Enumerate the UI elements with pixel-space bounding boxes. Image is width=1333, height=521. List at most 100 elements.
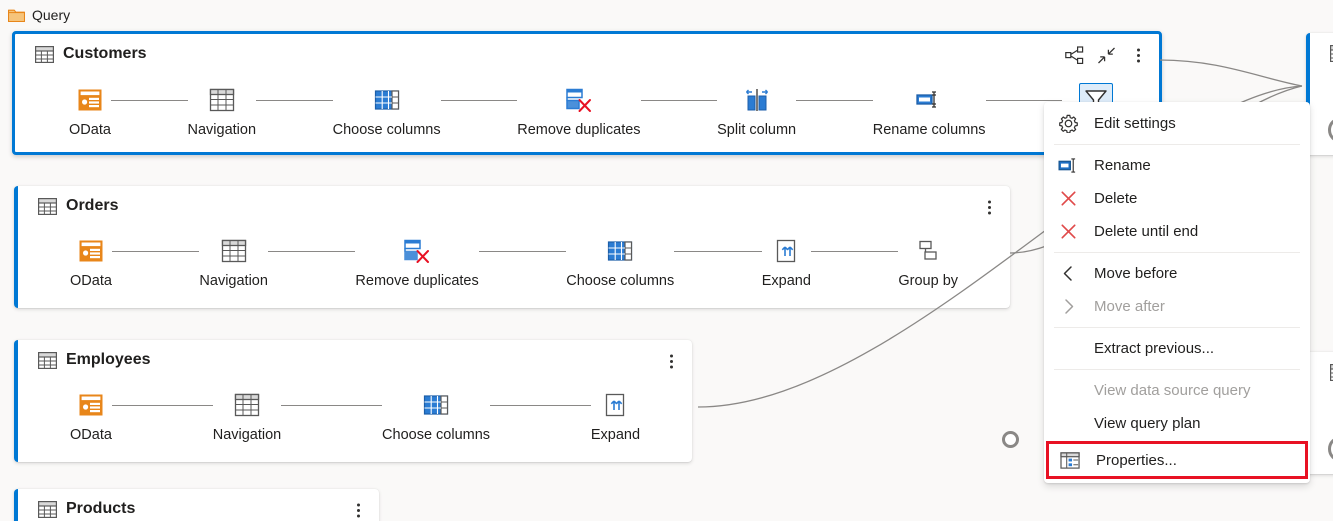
step-remove-duplicates[interactable]: Remove duplicates: [517, 83, 641, 139]
step-navigation[interactable]: Navigation: [199, 234, 268, 290]
step-label: Rename columns: [872, 122, 986, 138]
no-icon: [1057, 339, 1079, 359]
remove-duplicates-icon: [400, 234, 434, 268]
card-partial-right-top[interactable]: [1306, 33, 1333, 155]
step-label: Remove duplicates: [517, 122, 641, 138]
no-icon: [1057, 414, 1079, 434]
menu-item-edit-settings[interactable]: Edit settings: [1044, 107, 1310, 140]
steps-row-orders: OData Navigation: [14, 234, 1010, 290]
step-navigation[interactable]: Navigation: [213, 388, 281, 444]
step-expand[interactable]: Expand: [591, 388, 640, 444]
navigation-table-icon: [205, 83, 239, 117]
step-remove-duplicates[interactable]: Remove duplicates: [355, 234, 479, 290]
card-actions-products: [343, 495, 373, 521]
breadcrumb[interactable]: Query: [8, 7, 70, 23]
menu-item-label: View data source query: [1094, 382, 1251, 399]
step-connector: [796, 100, 873, 101]
step-choose-columns[interactable]: Choose columns: [333, 83, 441, 139]
steps-row-customers: OData Navigation: [15, 83, 1159, 139]
menu-item-label: Edit settings: [1094, 115, 1176, 132]
query-card-products[interactable]: Products: [14, 489, 379, 521]
table-icon: [1330, 363, 1333, 381]
menu-item-label: Rename: [1094, 157, 1151, 174]
menu-item-label: Delete: [1094, 190, 1138, 207]
menu-separator: [1054, 144, 1300, 145]
menu-item-properties[interactable]: Properties...: [1046, 441, 1308, 479]
menu-item-label: Move before: [1094, 265, 1178, 282]
menu-item-rename[interactable]: Rename: [1044, 149, 1310, 182]
menu-item-delete-until-end[interactable]: Delete until end: [1044, 215, 1310, 248]
card-title: Orders: [66, 197, 119, 214]
step-connector: [490, 405, 591, 406]
menu-item-view-query-plan[interactable]: View query plan: [1044, 407, 1310, 440]
more-options-icon[interactable]: [656, 346, 686, 376]
step-icon-partial: [1328, 117, 1333, 143]
odata-icon: [74, 388, 108, 422]
step-connector: [110, 100, 188, 101]
step-connector: [640, 100, 718, 101]
step-label: Choose columns: [382, 427, 491, 443]
card-accent-bar: [14, 489, 18, 521]
group-by-icon: [911, 234, 945, 268]
step-label: Navigation: [199, 273, 268, 289]
card-actions-customers: [1059, 40, 1153, 70]
more-options-icon[interactable]: [1123, 40, 1153, 70]
expand-icon: [769, 234, 803, 268]
output-port-orders[interactable]: [1002, 431, 1019, 448]
step-label: Navigation: [187, 122, 257, 138]
step-odata[interactable]: OData: [69, 83, 111, 139]
step-choose-columns[interactable]: Choose columns: [382, 388, 490, 444]
step-choose-columns[interactable]: Choose columns: [566, 234, 674, 290]
more-options-icon[interactable]: [343, 495, 373, 521]
card-accent-bar: [14, 186, 18, 308]
step-navigation[interactable]: Navigation: [187, 83, 257, 139]
menu-item-move-before[interactable]: Move before: [1044, 257, 1310, 290]
menu-item-delete[interactable]: Delete: [1044, 182, 1310, 215]
step-icon-partial: [1328, 436, 1333, 462]
menu-item-view-data-source-query: View data source query: [1044, 374, 1310, 407]
gear-icon: [1057, 114, 1079, 134]
expand-icon: [598, 388, 632, 422]
query-card-employees[interactable]: Employees: [14, 340, 692, 462]
step-rename-columns[interactable]: Rename columns: [873, 83, 986, 139]
table-icon: [1330, 44, 1333, 62]
remove-duplicates-icon: [562, 83, 596, 117]
step-label: Expand: [761, 273, 811, 289]
step-label: OData: [70, 273, 112, 289]
menu-item-extract-previous[interactable]: Extract previous...: [1044, 332, 1310, 365]
delete-x-icon: [1057, 222, 1079, 242]
step-expand[interactable]: Expand: [762, 234, 811, 290]
card-header: [1306, 33, 1333, 73]
step-context-menu[interactable]: Edit settings Rename Delete: [1044, 102, 1310, 483]
chevron-right-icon: [1057, 297, 1079, 317]
menu-item-label: View query plan: [1094, 415, 1201, 432]
card-title: Employees: [66, 351, 151, 368]
share-icon[interactable]: [1059, 40, 1089, 70]
menu-item-label: Extract previous...: [1094, 340, 1215, 357]
menu-separator: [1054, 252, 1300, 253]
query-card-orders[interactable]: Orders: [14, 186, 1019, 448]
card-title: Customers: [63, 45, 147, 62]
card-accent-bar: [14, 340, 18, 462]
card-partial-right-bottom[interactable]: [1306, 352, 1333, 474]
choose-columns-icon: [419, 388, 453, 422]
step-odata[interactable]: OData: [70, 388, 112, 444]
menu-item-label: Properties...: [1096, 451, 1177, 469]
card-header-customers: Customers: [15, 34, 1159, 74]
query-card-customers[interactable]: Customers: [12, 31, 1162, 155]
collapse-icon[interactable]: [1091, 40, 1121, 70]
more-options-icon[interactable]: [974, 192, 1004, 222]
step-group-by[interactable]: Group by: [898, 234, 958, 290]
table-icon: [35, 45, 54, 63]
step-odata[interactable]: OData: [70, 234, 112, 290]
step-connector: [111, 251, 200, 252]
card-accent-bar: [1306, 33, 1310, 155]
step-label: OData: [69, 122, 111, 138]
folder-icon: [8, 8, 25, 22]
card-actions-employees: [656, 346, 686, 376]
menu-separator: [1054, 327, 1300, 328]
step-split-column[interactable]: Split column: [717, 83, 796, 139]
step-label: Split column: [717, 122, 797, 138]
step-label: Remove duplicates: [355, 273, 479, 289]
